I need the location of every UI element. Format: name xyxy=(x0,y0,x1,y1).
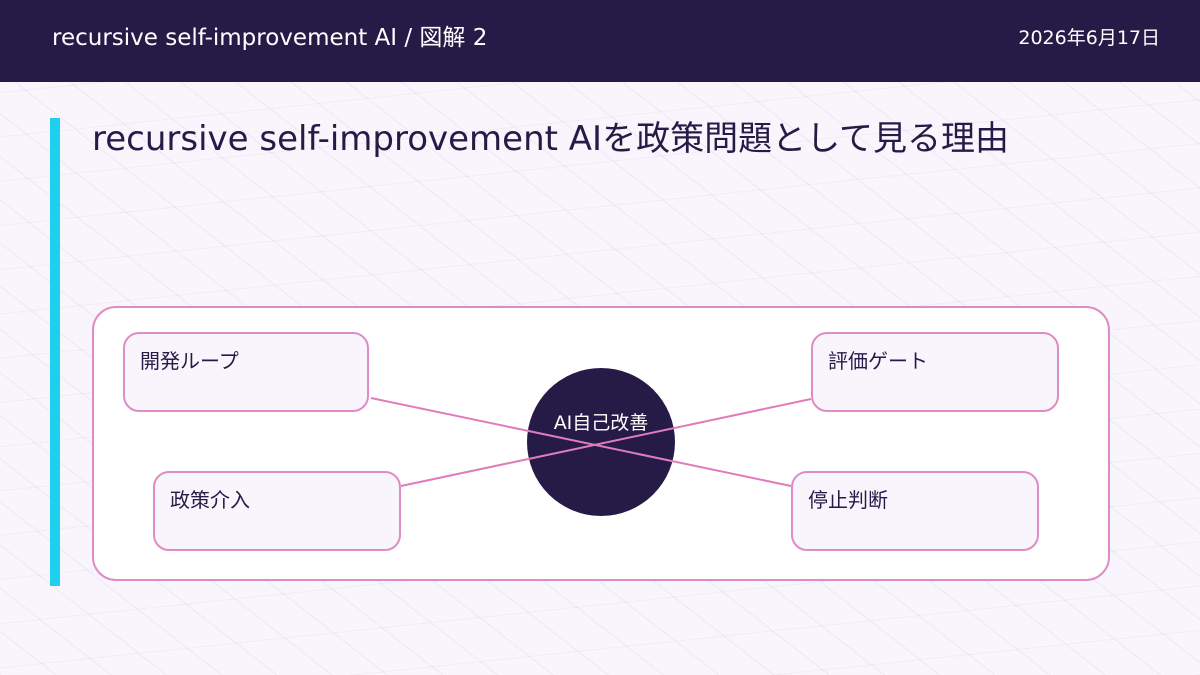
header-title: recursive self-improvement AI / 図解 2 xyxy=(52,25,488,51)
node-development-loop: 開発ループ xyxy=(123,332,369,412)
header-bar: recursive self-improvement AI / 図解 2 202… xyxy=(0,0,1200,82)
accent-bar xyxy=(50,118,60,586)
center-hub-label: AI自己改善 xyxy=(553,412,649,434)
node-stop-decision: 停止判断 xyxy=(791,471,1039,551)
header-date: 2026年6月17日 xyxy=(1018,27,1160,49)
center-hub xyxy=(527,368,675,516)
node-evaluation-gate: 評価ゲート xyxy=(811,332,1059,412)
node-policy-intervention: 政策介入 xyxy=(153,471,401,551)
page-title: recursive self-improvement AIを政策問題として見る理… xyxy=(92,119,1010,159)
